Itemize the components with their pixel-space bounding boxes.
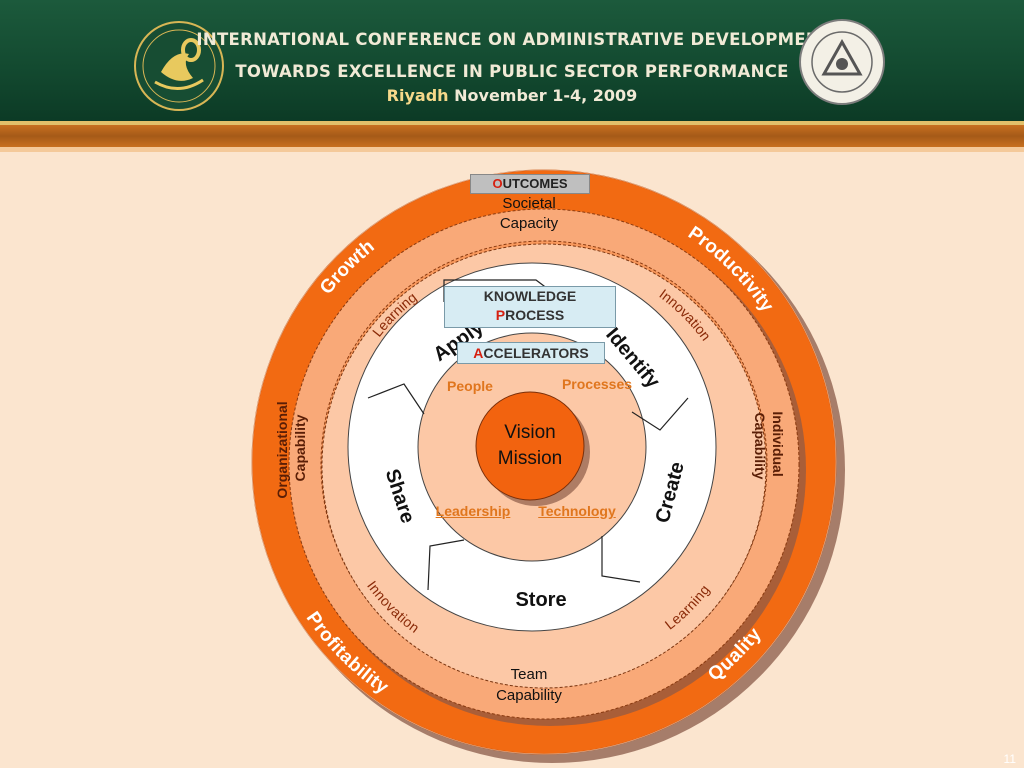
- conference-city: Riyadh: [386, 86, 449, 105]
- organizational-capability-label: Organizational Capability: [274, 397, 308, 498]
- conference-location-date: Riyadh November 1-4, 2009: [0, 86, 1024, 105]
- conference-title: INTERNATIONAL CONFERENCE ON ADMINISTRATI…: [196, 30, 832, 49]
- conference-subtitle: TOWARDS EXCELLENCE IN PUBLIC SECTOR PERF…: [235, 62, 789, 81]
- vision-mission-label: Vision Mission: [497, 422, 563, 469]
- accelerators-rest: CCELERATORS: [483, 345, 589, 361]
- segment-divider: [631, 397, 689, 431]
- process-rest: ROCESS: [505, 307, 565, 323]
- vision-mission-circle: [475, 391, 585, 501]
- segment-divider: [427, 539, 465, 591]
- decorative-band: [0, 125, 1024, 147]
- segment-divider: [367, 383, 425, 415]
- decorative-strip: [0, 147, 1024, 152]
- conference-logo-icon: [134, 21, 224, 111]
- leadership-label: Leadership: [435, 503, 511, 519]
- conference-date: November 1-4, 2009: [454, 86, 638, 105]
- accelerators-box: ACCELERATORS: [457, 342, 605, 364]
- technology-label: Technology: [538, 503, 616, 519]
- institute-seal-icon: [799, 19, 885, 105]
- segment-divider: [601, 536, 641, 583]
- header-banner: INTERNATIONAL CONFERENCE ON ADMINISTRATI…: [0, 0, 1024, 122]
- store-stage: Store: [515, 589, 566, 611]
- slide-number: 11: [1003, 752, 1016, 766]
- individual-capability-label: Individual Capability: [752, 411, 786, 480]
- outer-ring-inner-line: [251, 169, 837, 755]
- process-initial: P: [495, 307, 506, 323]
- processes-label: Processes: [561, 376, 633, 392]
- knowledge-process-box: KNOWLEDGE PROCESS: [444, 286, 616, 328]
- people-label: People: [447, 378, 493, 394]
- accelerators-initial: A: [473, 345, 484, 361]
- team-capability-label: Team Capability: [496, 666, 562, 704]
- header-divider: [0, 121, 1024, 125]
- outcomes-initial: O: [492, 176, 503, 191]
- societal-capacity-label: Societal Capacity: [499, 195, 559, 232]
- outcomes-rest: UTCOMES: [502, 176, 568, 191]
- outcomes-box: OUTCOMES: [470, 174, 590, 194]
